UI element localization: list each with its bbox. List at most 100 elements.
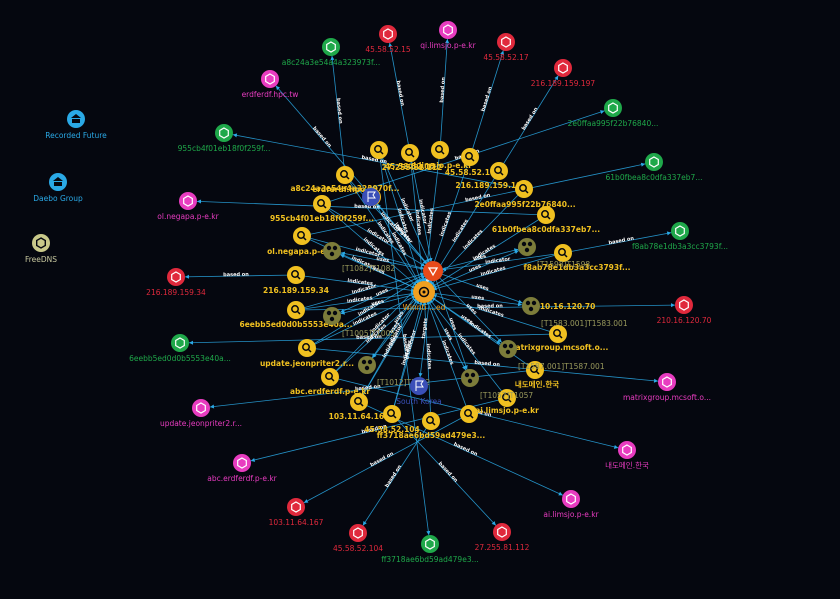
observable-node-ip[interactable] — [379, 25, 397, 43]
domain-node-icon — [562, 490, 580, 508]
threat-actor-node[interactable] — [423, 261, 443, 281]
indicator-node[interactable] — [293, 227, 311, 245]
indicator-node[interactable] — [383, 405, 401, 423]
indicator-node[interactable] — [490, 162, 508, 180]
indicator-node[interactable] — [313, 195, 331, 213]
edge-arrowhead — [275, 85, 281, 91]
legend-label: Daebo Group — [33, 194, 83, 203]
indicator-node[interactable] — [422, 412, 440, 430]
observable-node-hash[interactable] — [215, 124, 233, 142]
observable-node-ip[interactable] — [287, 498, 305, 516]
hexagon-icon — [32, 234, 50, 252]
attack-pattern-node[interactable] — [522, 297, 540, 315]
indicator-node-circle — [554, 244, 572, 262]
indicator-node[interactable] — [498, 389, 516, 407]
edge-based-on — [329, 376, 628, 451]
hexagon-icon — [649, 156, 659, 168]
observable-node-ip[interactable] — [167, 268, 185, 286]
observable-node-ip[interactable] — [493, 523, 511, 541]
indicator-node[interactable] — [461, 148, 479, 166]
edge-arrowhead — [330, 55, 335, 61]
gear-icon — [531, 300, 537, 306]
edge-arrowhead — [500, 50, 505, 56]
observable-node-hash[interactable] — [671, 222, 689, 240]
indicator-node[interactable] — [554, 244, 572, 262]
search-icon — [426, 416, 434, 424]
attack-pattern-node[interactable] — [358, 356, 376, 374]
edge-arrowhead — [303, 499, 309, 503]
indicator-node[interactable] — [370, 141, 388, 159]
observable-label: ai.limsjo.p-e.kr — [543, 510, 599, 519]
observable-node-hash[interactable] — [645, 153, 663, 171]
observable-node-domain[interactable] — [562, 490, 580, 508]
indicator-node[interactable] — [515, 180, 533, 198]
observable-node-domain[interactable] — [658, 373, 676, 391]
indicator-node[interactable] — [336, 166, 354, 184]
indicator-node[interactable] — [549, 325, 567, 343]
indicator-node[interactable] — [287, 301, 305, 319]
gear-icon — [502, 343, 508, 349]
edge-based-on — [439, 29, 449, 151]
observable-label: 45.58.52.104 — [333, 544, 383, 553]
attack-pattern-node[interactable] — [499, 340, 517, 358]
edge-based-on — [387, 33, 411, 154]
edge-label: based on — [521, 106, 540, 131]
malware-node[interactable] — [413, 281, 435, 303]
legend-node-daebo-group[interactable] — [49, 173, 67, 191]
search-icon-handle — [307, 348, 312, 353]
attack-pattern-node[interactable] — [518, 238, 536, 256]
indicator-node[interactable] — [298, 339, 316, 357]
attack-pattern-node[interactable] — [461, 369, 479, 387]
attack-pattern-node[interactable] — [323, 307, 341, 325]
observable-node-ip[interactable] — [554, 59, 572, 77]
indicator-node[interactable] — [287, 266, 305, 284]
observable-node-ip[interactable] — [497, 33, 515, 51]
search-icon-handle — [524, 189, 529, 194]
attack-pattern-label: [T1587.001]T1587.001 — [518, 362, 605, 371]
observable-node-domain[interactable] — [618, 441, 636, 459]
observable-node-domain[interactable] — [261, 70, 279, 88]
edge-arrowhead — [600, 110, 605, 114]
edge-label: indicates — [414, 209, 423, 235]
indicator-node[interactable] — [526, 361, 544, 379]
country-node[interactable] — [410, 377, 428, 395]
observable-node-hash[interactable] — [604, 99, 622, 117]
indicator-node[interactable] — [350, 393, 368, 411]
observable-node-domain[interactable] — [179, 192, 197, 210]
search-icon-handle — [499, 171, 504, 176]
observable-node-domain[interactable] — [192, 399, 210, 417]
edge-arrowhead — [425, 258, 430, 263]
observable-node-hash[interactable] — [171, 334, 189, 352]
legend-node-recorded-future[interactable] — [67, 110, 85, 128]
observable-node-hash[interactable] — [421, 535, 439, 553]
observable-node-domain[interactable] — [439, 21, 457, 39]
indicator-node[interactable] — [460, 405, 478, 423]
observable-label: 2e0ffaa995f22b76840... — [568, 119, 659, 128]
hexagon-icon — [501, 36, 511, 48]
edge-label: uses — [468, 263, 482, 274]
edge-label: based on — [453, 442, 479, 458]
hexagon-icon — [183, 195, 193, 207]
legend-node-freedns[interactable] — [32, 234, 50, 252]
hexagon-icon — [675, 225, 685, 237]
attack-pattern-label: [T1005]T1005 — [342, 329, 395, 338]
observable-node-ip[interactable] — [675, 296, 693, 314]
observable-node-ip[interactable] — [349, 524, 367, 542]
observable-label: abc.erdferdf.p-e.kr — [207, 474, 277, 483]
indicator-node[interactable] — [537, 206, 555, 224]
indicator-node[interactable] — [321, 368, 339, 386]
search-icon-handle — [546, 215, 551, 220]
country-node[interactable] — [362, 188, 380, 206]
edge-uses — [432, 270, 532, 307]
observable-node-hash[interactable] — [322, 38, 340, 56]
edge-label: indicates — [347, 295, 373, 305]
edge-label: based on — [465, 192, 492, 203]
indicator-node[interactable] — [401, 144, 419, 162]
hash-node-icon — [645, 153, 663, 171]
indicator-node[interactable] — [431, 141, 449, 159]
edge-arrowhead — [362, 521, 367, 526]
observable-node-domain[interactable] — [233, 454, 251, 472]
attack-pattern-node[interactable] — [323, 242, 341, 260]
legend-label: FreeDNS — [25, 255, 57, 264]
